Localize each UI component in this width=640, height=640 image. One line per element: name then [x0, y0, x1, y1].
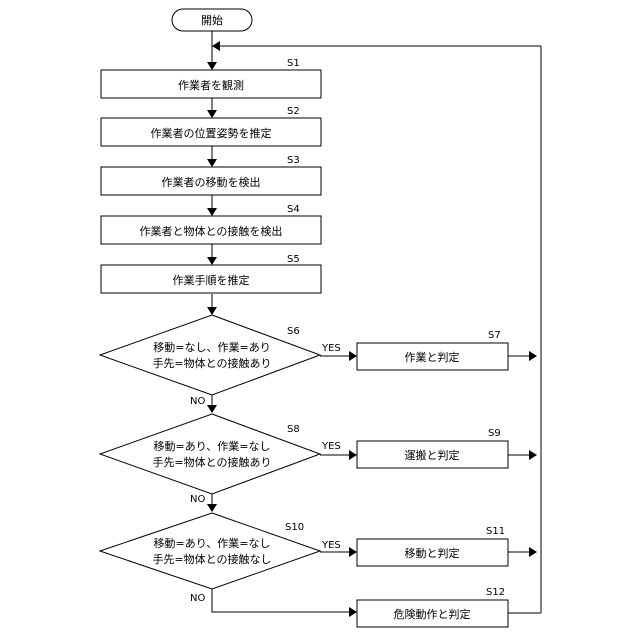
- no-label: NO: [190, 396, 205, 407]
- decision-s8: 移動=あり、作業=なし 手先=物体との接触あり S8 YES NO: [100, 414, 341, 505]
- outcome-s12: 危険動作と判定 S12: [357, 587, 508, 627]
- outcome-s11: 移動と判定 S11: [357, 526, 508, 566]
- outcome-label: 作業と判定: [405, 350, 460, 364]
- decision-line-2: 手先=物体との接触あり: [152, 356, 271, 370]
- decision-line-1: 移動=なし、作業=あり: [153, 340, 270, 354]
- step-id: S10: [285, 522, 304, 533]
- step-id: S6: [287, 326, 300, 337]
- yes-label: YES: [321, 441, 341, 452]
- outcome-s7: 作業と判定 S7: [357, 330, 508, 370]
- process-step-label: 作業者を観測: [178, 78, 244, 92]
- process-step-label: 作業手順を推定: [173, 273, 250, 287]
- decision-line-1: 移動=あり、作業=なし: [154, 536, 271, 550]
- step-id: S1: [287, 58, 300, 69]
- yes-label: YES: [321, 343, 341, 354]
- step-id: S12: [486, 587, 505, 598]
- decision-s10: 移動=あり、作業=なし 手先=物体との接触なし S10 YES NO: [100, 513, 341, 604]
- decision-line-2: 手先=物体との接触なし: [152, 552, 271, 566]
- step-id: S4: [287, 204, 300, 215]
- yes-label: YES: [321, 540, 341, 551]
- step-id: S8: [287, 424, 300, 435]
- process-step-label: 作業者の位置姿勢を推定: [151, 126, 272, 140]
- step-id: S3: [287, 155, 300, 166]
- outcome-label: 危険動作と判定: [394, 607, 471, 621]
- outcome-label: 運搬と判定: [405, 448, 460, 462]
- decision-s6: 移動=なし、作業=あり 手先=物体との接触あり S6 YES NO: [100, 315, 341, 407]
- step-id: S11: [486, 526, 505, 537]
- process-step-label: 作業者と物体との接触を検出: [140, 224, 283, 238]
- no-label: NO: [190, 494, 205, 505]
- step-id: S2: [287, 106, 300, 117]
- step-id: S9: [488, 428, 501, 439]
- outcome-label: 移動と判定: [405, 546, 460, 560]
- step-id: S7: [488, 330, 501, 341]
- decision-line-2: 手先=物体との接触あり: [152, 455, 271, 469]
- outcome-s9: 運搬と判定 S9: [357, 428, 508, 468]
- no-label: NO: [190, 593, 205, 604]
- step-id: S5: [287, 254, 300, 265]
- decision-line-1: 移動=あり、作業=なし: [154, 439, 271, 453]
- process-step-label: 作業者の移動を検出: [162, 175, 261, 189]
- start-label: 開始: [201, 13, 223, 27]
